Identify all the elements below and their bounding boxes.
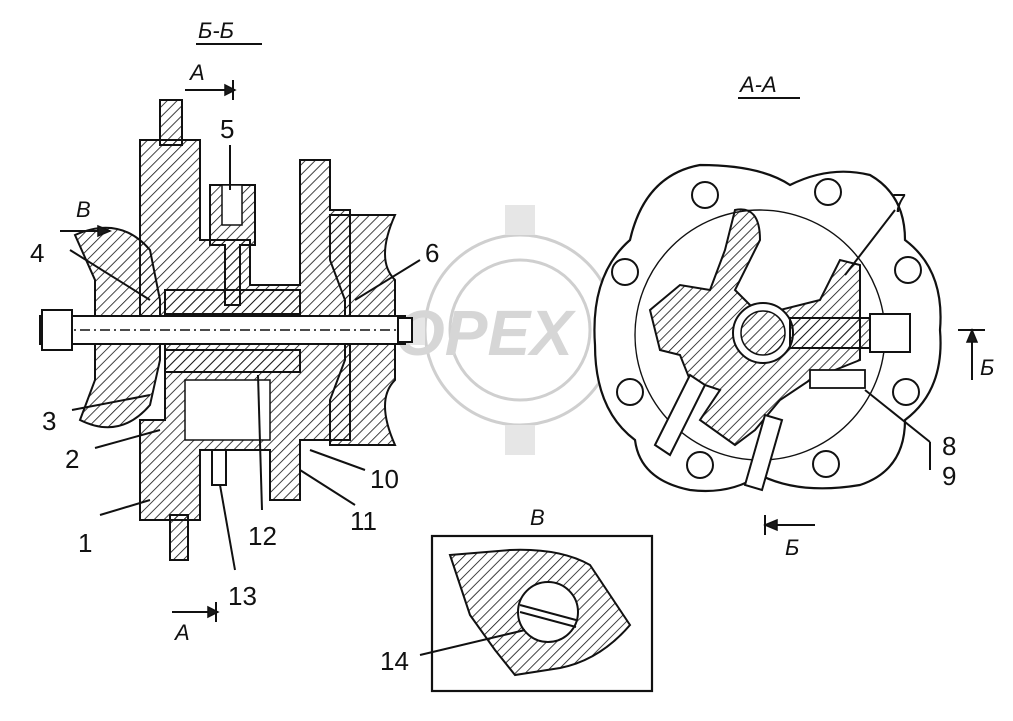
callout-6: 6 <box>425 238 439 268</box>
callout-7: 7 <box>892 188 906 218</box>
callout-10: 10 <box>370 464 399 494</box>
section-aa-view <box>593 163 942 493</box>
leader-lines <box>69 145 931 656</box>
section-title-aa: А-А <box>738 72 777 97</box>
cut-label-a-bottom: А <box>173 620 190 645</box>
callout-4: 4 <box>30 238 44 268</box>
callout-9: 9 <box>942 461 956 491</box>
view-arrow-b: В <box>60 197 112 238</box>
cut-label-b-bottom: Б <box>785 535 799 560</box>
view-b-title: В <box>530 505 545 530</box>
callout-2: 2 <box>65 444 79 474</box>
cut-line-a: А А <box>172 60 237 645</box>
view-arrow-label: В <box>76 197 91 222</box>
section-bb-view <box>39 99 413 561</box>
callout-3: 3 <box>42 406 56 436</box>
callout-12: 12 <box>248 521 277 551</box>
callout-13: 13 <box>228 581 257 611</box>
callout-1: 1 <box>78 528 92 558</box>
cut-line-b: Б Б <box>763 328 994 560</box>
callout-11: 11 <box>350 506 377 536</box>
view-b-inset: В <box>430 505 654 693</box>
callout-5: 5 <box>220 114 234 144</box>
callout-8: 8 <box>942 431 956 461</box>
watermark-text: OPEX <box>395 297 576 369</box>
cut-label-a-top: А <box>188 60 205 85</box>
section-title-bb: Б-Б <box>198 18 234 43</box>
cut-label-b-right: Б <box>980 355 994 380</box>
callout-14: 14 <box>380 646 409 676</box>
